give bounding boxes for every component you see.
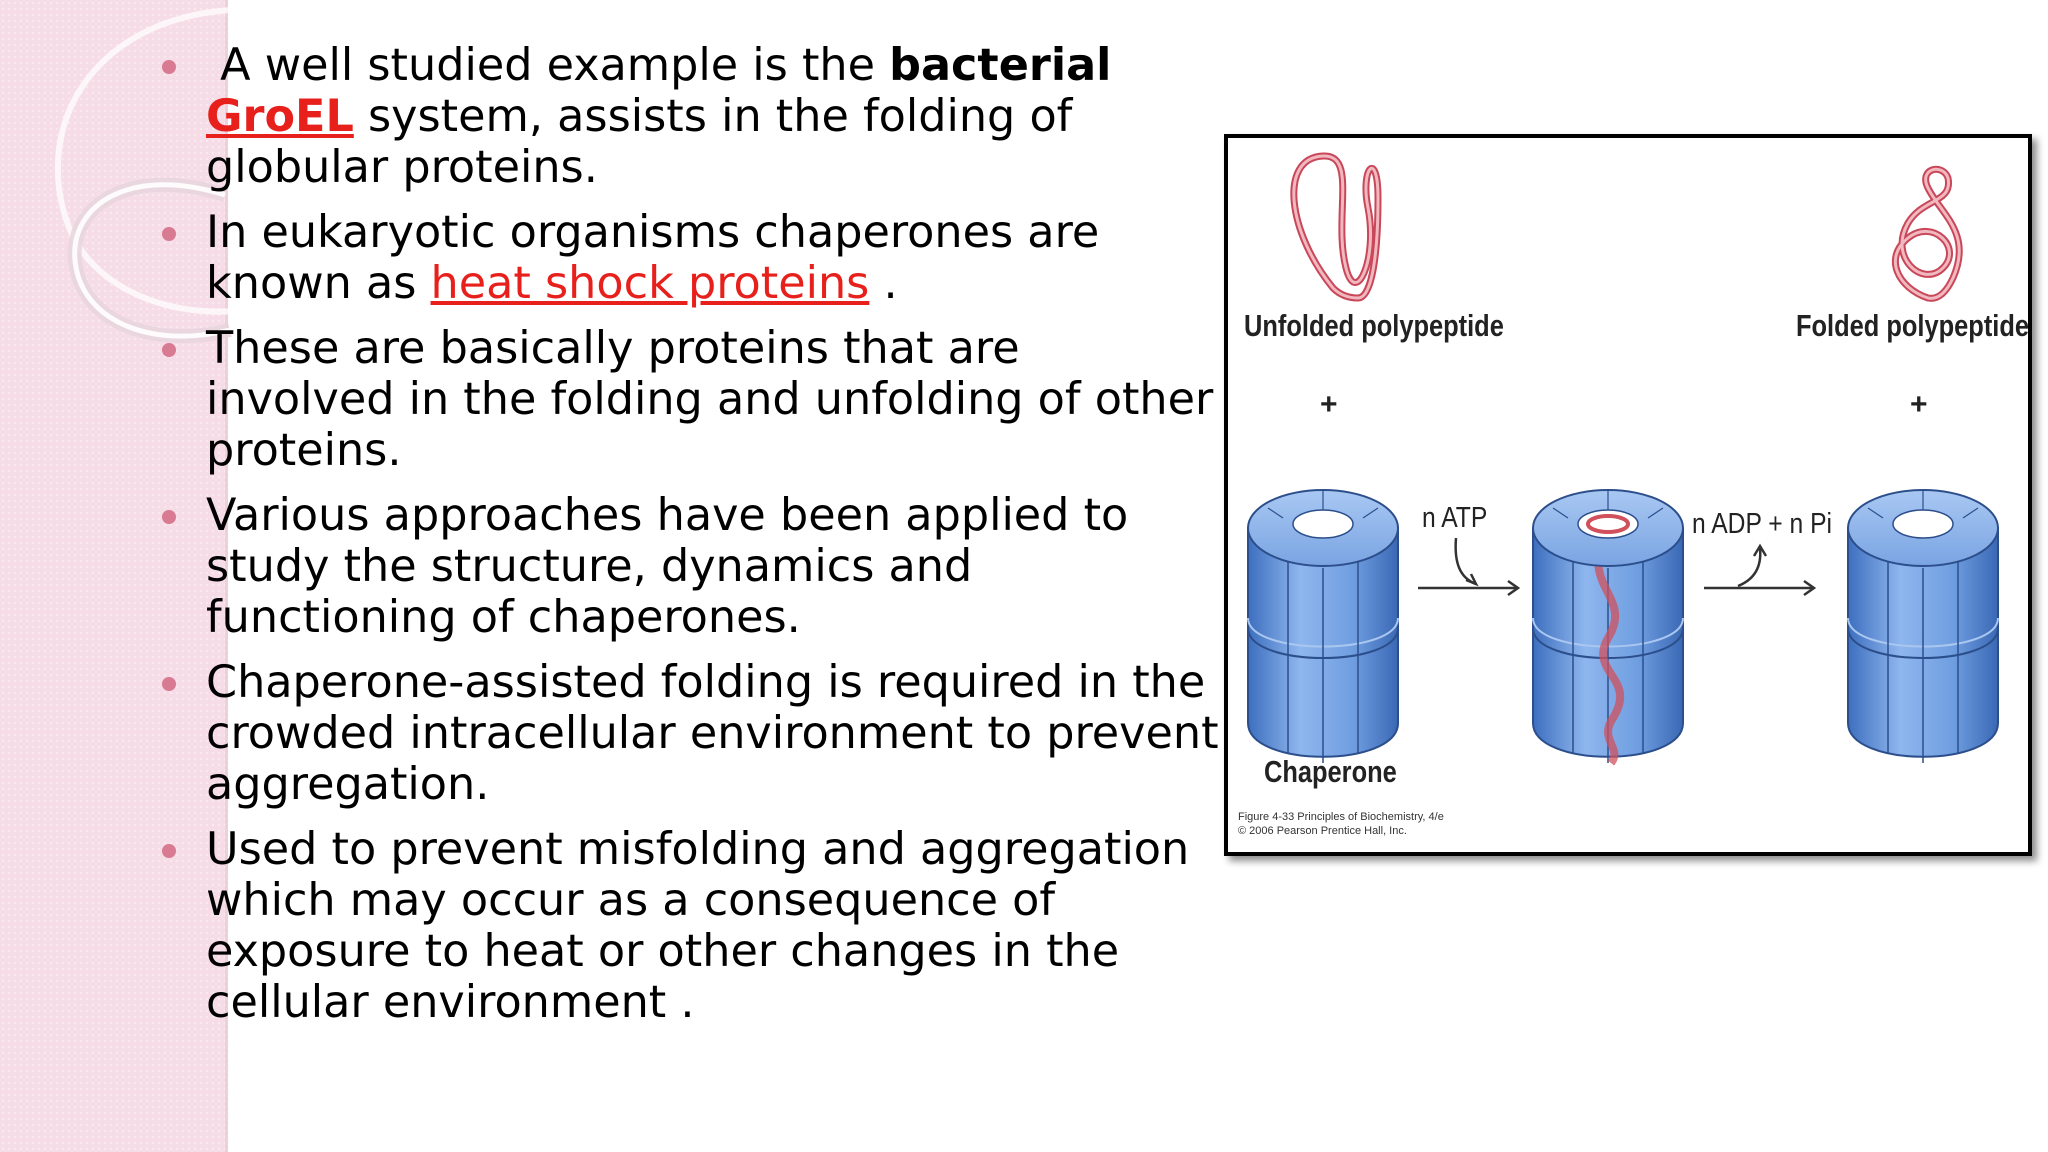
folded-polypeptide-icon — [1892, 165, 1963, 302]
figure-caption: Figure 4-33 Principles of Biochemistry, … — [1238, 810, 1444, 838]
bullet-item-heat-shock: In eukaryotic organisms chaperones are k… — [160, 207, 1220, 309]
bullet-text: . — [869, 258, 898, 309]
bullet-item-misfolding: Used to prevent misfolding and aggregati… — [160, 824, 1220, 1028]
chaperone-barrel-icon — [1847, 489, 1999, 763]
plus-sign: + — [1320, 388, 1338, 421]
chaperone-barrel-icon — [1247, 489, 1399, 763]
bullet-item-approaches: Various approaches have been applied to … — [160, 490, 1220, 643]
bullet-text: Various approaches have been applied to … — [206, 490, 1129, 643]
atp-arrow-icon — [1418, 537, 1521, 597]
bullet-icon — [162, 60, 176, 74]
caption-line: Figure 4-33 Principles of Biochemistry, … — [1238, 811, 1444, 823]
plus-sign: + — [1910, 388, 1928, 421]
bullet-icon — [162, 510, 176, 524]
bullet-text: system, assists in the folding of globul… — [206, 91, 1073, 193]
chaperone-label: Chaperone — [1264, 754, 1397, 789]
folded-polypeptide-label: Folded polypeptide — [1796, 308, 2030, 343]
adp-label: n ADP + n Pi — [1692, 508, 1833, 540]
bullet-list: A well studied example is the bacterial … — [160, 40, 1220, 1042]
bullet-icon — [162, 844, 176, 858]
diagram-graphics — [1247, 152, 1999, 766]
bullet-icon — [162, 343, 176, 357]
unfolded-polypeptide-label: Unfolded polypeptide — [1244, 308, 1504, 343]
bullet-icon — [162, 677, 176, 691]
bullet-text: These are basically proteins that are in… — [206, 323, 1214, 476]
chaperone-diagram: Unfolded polypeptide Folded polypeptide … — [1224, 134, 2032, 856]
caption-line: © 2006 Pearson Prentice Hall, Inc. — [1238, 825, 1407, 837]
heat-shock-proteins-link[interactable]: heat shock proteins — [430, 258, 870, 309]
adp-arrow-icon — [1704, 543, 1817, 597]
groel-link[interactable]: GroEL — [206, 91, 354, 142]
bold-term: bacterial — [889, 40, 1112, 91]
bullet-text: In eukaryotic organisms chaperones are k… — [206, 207, 1100, 309]
bullet-item-folding: These are basically proteins that are in… — [160, 323, 1220, 476]
decorative-rings — [54, 7, 291, 344]
bullet-item-crowded: Chaperone-assisted folding is required i… — [160, 657, 1220, 810]
bullet-text: Chaperone-assisted folding is required i… — [206, 657, 1219, 810]
bullet-text: A well studied example is the — [206, 40, 890, 91]
bullet-icon — [162, 227, 176, 241]
bullet-item-groel: A well studied example is the bacterial … — [160, 40, 1220, 193]
atp-label: n ATP — [1422, 502, 1488, 534]
chaperone-with-polypeptide-icon — [1532, 489, 1684, 766]
bullet-text: Used to prevent misfolding and aggregati… — [206, 824, 1190, 1028]
